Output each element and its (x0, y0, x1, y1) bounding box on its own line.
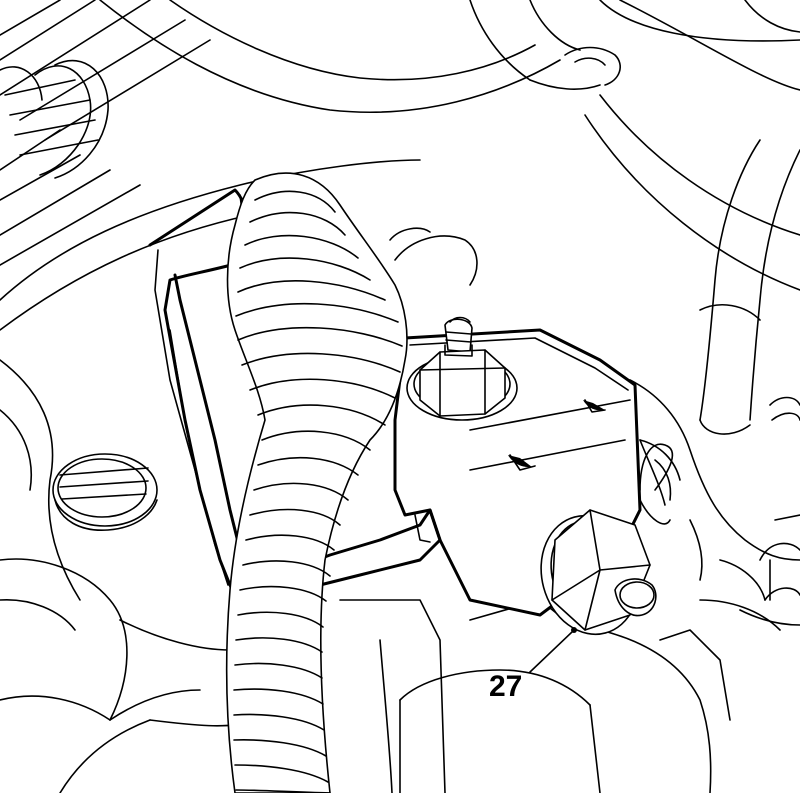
hose-clamp-ring (389, 227, 478, 286)
nut-icon (540, 443, 674, 636)
upper-left-ribbed-part (0, 0, 211, 266)
callout-leader-27 (529, 627, 577, 673)
right-housing (584, 0, 800, 291)
left-body-outline (0, 359, 231, 793)
callout-label-27: 27 (489, 670, 523, 703)
right-bracket-body (629, 379, 800, 626)
top-frame-curves (0, 0, 561, 331)
bolt-icon (406, 316, 518, 421)
vent-cap-icon (52, 453, 158, 531)
corrugated-hose (225, 172, 408, 793)
right-stud-icon (759, 514, 800, 601)
right-vertical-pipe (699, 139, 800, 435)
top-pipe (469, 0, 800, 90)
